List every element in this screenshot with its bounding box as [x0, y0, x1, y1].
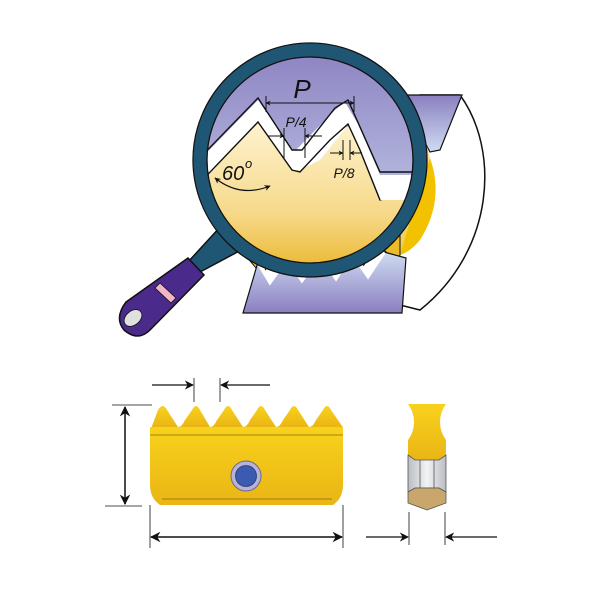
label-angle: 60: [222, 163, 244, 185]
label-pitch: P: [293, 74, 311, 104]
label-quarter-pitch: P/4: [285, 114, 306, 130]
magnifier-ring: [193, 43, 427, 277]
screw-hole: [235, 465, 257, 487]
label-eighth-pitch: P/8: [333, 165, 354, 181]
insert-front-view: [105, 378, 344, 548]
lens-thread-form: [202, 96, 418, 173]
insert-teeth: [152, 406, 343, 427]
dim-angle-arc: [214, 177, 271, 192]
side-view-tip: [407, 487, 447, 511]
handle-end-cap: [123, 309, 143, 327]
insert-side-view: [366, 404, 497, 545]
label-angle-unit: o: [245, 156, 252, 171]
lens-insert-edge: [202, 120, 381, 201]
magnifier: P P/4 P/8 60 o: [118, 42, 428, 337]
side-view-middle: [407, 454, 447, 493]
lens-view: [202, 52, 418, 268]
handle-band: [154, 282, 177, 304]
side-view-top: [408, 404, 446, 460]
